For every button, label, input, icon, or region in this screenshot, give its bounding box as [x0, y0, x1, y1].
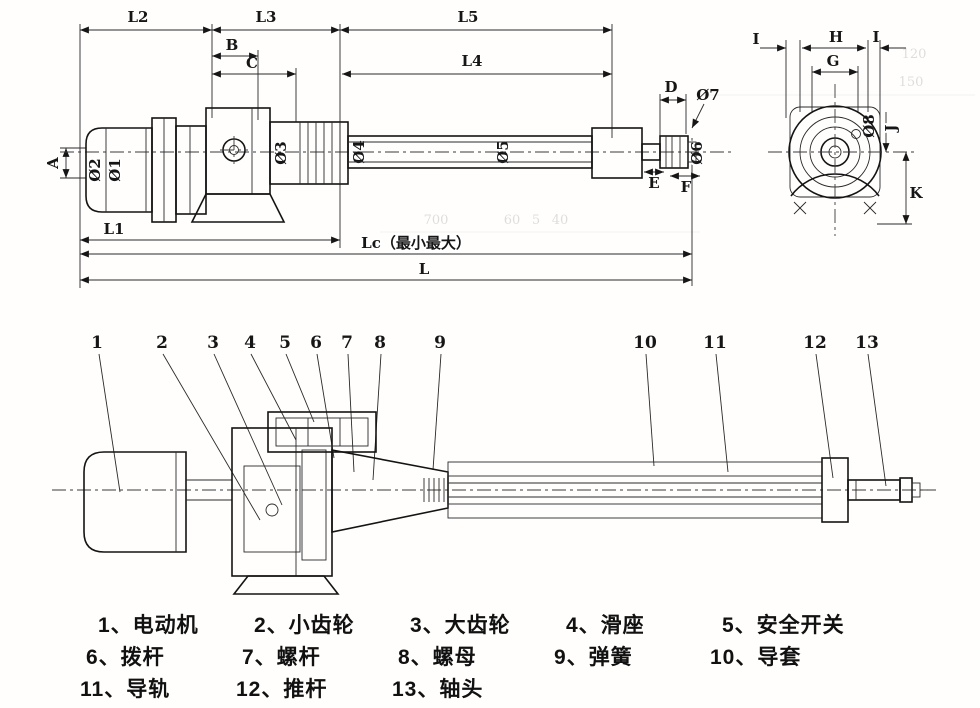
callout-10: 10	[633, 333, 657, 353]
dim-label-I-left: I	[752, 30, 759, 48]
parts-list-row-3: 11、导轨 12、推杆 13、轴头	[0, 672, 980, 704]
clevis-end-cap	[687, 141, 697, 163]
dim-label-phi2: Ø2	[86, 158, 104, 182]
mounting-foot	[232, 575, 340, 595]
spring-coils	[423, 478, 445, 502]
ghost-number: 5	[532, 213, 540, 228]
dimension-labels: L2 L3 L5 B C L4 D Ø7 E F L1 Lc（最小最大） L A…	[44, 8, 720, 278]
ghost-number: 700	[424, 213, 449, 228]
dim-label-Lc: Lc（最小最大）	[361, 234, 471, 252]
callout-6: 6	[310, 333, 322, 353]
adapter-block	[175, 125, 207, 215]
dim-label-B: B	[226, 36, 239, 54]
dim-label-I-right: I	[872, 28, 879, 46]
scan-bleedthrough-artifacts: 120 150 700 60 5 40	[380, 47, 975, 233]
flange-bottom-arc	[790, 173, 880, 197]
callout-7: 7	[341, 333, 353, 353]
dim-label-H: H	[829, 28, 843, 46]
part-item: 9、弹簧	[554, 646, 633, 669]
part-item: 5、安全开关	[722, 614, 845, 637]
callout-9: 9	[434, 333, 446, 353]
ghost-number: 120	[902, 47, 927, 62]
mounting-foot	[190, 193, 286, 223]
callout-4: 4	[244, 333, 256, 353]
guide-sleeve-cone	[331, 449, 449, 533]
bolt-position-marks	[793, 201, 877, 215]
gear-shaft-bore	[265, 503, 279, 517]
callout-11: 11	[703, 333, 727, 353]
part-item: 2、小齿轮	[254, 614, 355, 637]
dim-label-phi6: Ø6	[688, 141, 706, 165]
dim-label-L: L	[419, 260, 430, 278]
dim-label-phi3: Ø3	[272, 141, 290, 165]
motor-body	[83, 451, 187, 553]
dim-label-F: F	[681, 178, 692, 196]
part-item: 8、螺母	[398, 646, 477, 669]
dim-label-C: C	[246, 54, 258, 72]
parts-list-row-2: 6、拨杆 7、螺杆 8、螺母 9、弹簧 10、导套	[0, 640, 980, 672]
dim-label-E: E	[648, 174, 659, 192]
safety-switch-box	[267, 411, 377, 453]
parts-list-row-1: 1、电动机 2、小齿轮 3、大齿轮 4、滑座 5、安全开关	[0, 608, 980, 640]
part-item: 12、推杆	[236, 678, 328, 701]
callout-8: 8	[374, 333, 386, 353]
dimensioned-outline-drawing: 120 150 700 60 5 40	[44, 8, 975, 288]
ghost-number: 60	[504, 213, 521, 228]
dim-label-L3: L3	[256, 8, 277, 26]
small-gear-section	[301, 449, 327, 561]
end-view-dimension-lines	[760, 44, 910, 224]
dim-label-L4: L4	[462, 52, 483, 70]
motor-body	[85, 127, 153, 213]
end-view: I H I G Ø8 J K	[752, 28, 923, 236]
cylinder-ribs	[299, 122, 341, 184]
dim-label-phi8: Ø8	[860, 114, 878, 138]
switch-box-inner	[275, 417, 369, 447]
guide-rail-bottom	[447, 503, 823, 519]
dim-label-phi1: Ø1	[106, 158, 124, 182]
callout-2: 2	[156, 333, 168, 353]
callout-1: 1	[91, 333, 103, 353]
callout-13: 13	[855, 333, 879, 353]
dim-label-G: G	[827, 52, 840, 70]
part-item: 7、螺杆	[242, 646, 321, 669]
end-view-extension-lines	[785, 40, 912, 225]
guide-rail-top	[447, 461, 823, 477]
dim-label-J: J	[882, 124, 900, 133]
actuator-side-view	[60, 107, 735, 223]
part-callouts: 1 2 3 4 5 6 7 8 9 10 11 12 13	[91, 333, 879, 353]
end-view-small-hole	[851, 129, 861, 139]
ghost-number: 150	[899, 75, 924, 90]
dimension-lines	[60, 26, 705, 284]
part-item: 4、滑座	[566, 614, 645, 637]
dim-label-K: K	[909, 184, 923, 202]
ghost-number: 40	[552, 213, 569, 228]
clevis-details	[665, 136, 681, 168]
dim-label-A: A	[44, 157, 62, 170]
large-gear-section	[243, 465, 301, 553]
actuator-section-view	[52, 411, 936, 595]
part-item: 10、导套	[710, 646, 802, 669]
bellows-section	[591, 127, 643, 179]
part-item: 3、大齿轮	[410, 614, 511, 637]
section-assembly-drawing: 1 2 3 4 5 6 7 8 9 10 11 12 13	[52, 333, 936, 595]
callout-leader-lines	[98, 353, 887, 521]
part-item: 11、导轨	[80, 678, 171, 701]
dim-label-phi7: Ø7	[696, 86, 720, 104]
part-item: 6、拨杆	[86, 646, 165, 669]
dim-label-L1: L1	[104, 220, 125, 238]
dim-label-L2: L2	[128, 8, 149, 26]
callout-5: 5	[279, 333, 291, 353]
callout-3: 3	[207, 333, 219, 353]
parts-list: 1、电动机 2、小齿轮 3、大齿轮 4、滑座 5、安全开关 6、拨杆 7、螺杆 …	[0, 600, 980, 708]
dim-label-phi4: Ø4	[350, 140, 368, 164]
dim-label-L5: L5	[458, 8, 479, 26]
callout-12: 12	[803, 333, 827, 353]
dim-label-D: D	[664, 78, 677, 96]
part-item: 1、电动机	[98, 614, 199, 637]
part-item: 13、轴头	[392, 678, 484, 701]
